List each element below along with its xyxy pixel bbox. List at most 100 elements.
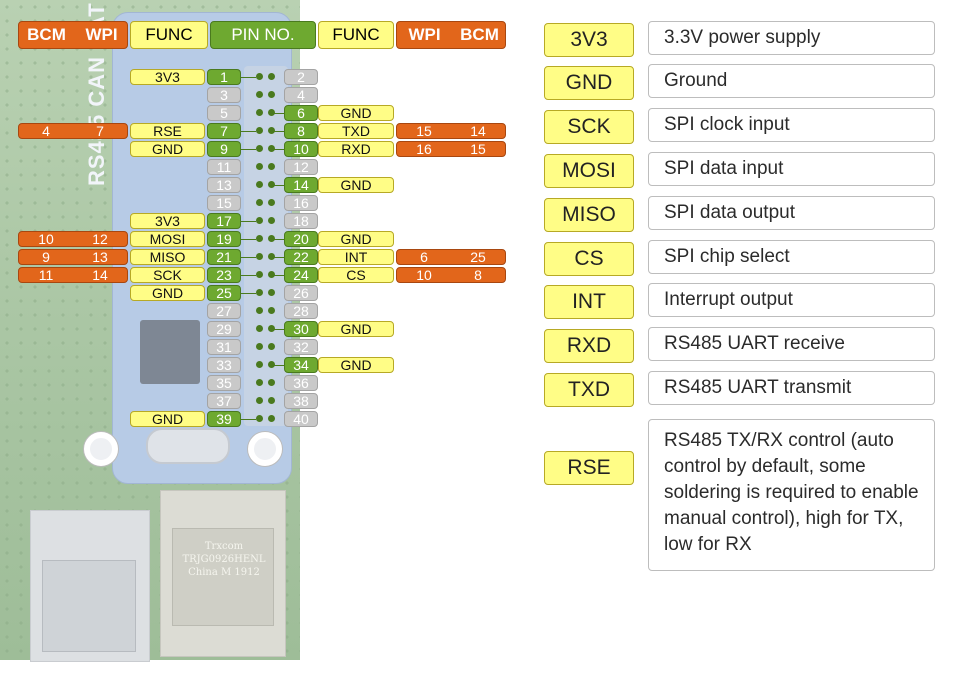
bcm-wpi-left-21-first: 9 <box>42 249 50 265</box>
pin-connector <box>272 149 284 150</box>
pin-dot <box>256 307 263 314</box>
bcm-wpi-left-7-first: 4 <box>42 123 50 139</box>
mounting-hole <box>248 432 282 466</box>
pin-connector <box>241 239 256 240</box>
pin-dot <box>268 307 275 314</box>
func-left-sck: SCK <box>130 267 205 283</box>
pin-dot <box>268 73 275 80</box>
header-pin-no: PIN NO. <box>210 21 316 49</box>
pin-left-3: 3 <box>207 87 241 103</box>
pin-left-17: 17 <box>207 213 241 229</box>
pin-dot <box>268 379 275 386</box>
pin-right-24: 24 <box>284 267 318 283</box>
pin-right-22: 22 <box>284 249 318 265</box>
legend-key-int: INT <box>544 285 634 319</box>
pin-connector <box>241 77 256 78</box>
pin-left-11: 11 <box>207 159 241 175</box>
pin-connector <box>272 113 284 114</box>
func-right-txd: TXD <box>318 123 394 139</box>
legend-desc-sck: SPI clock input <box>648 108 935 142</box>
mounting-hole <box>84 432 118 466</box>
func-right-rxd: RXD <box>318 141 394 157</box>
func-right-int: INT <box>318 249 394 265</box>
func-left-3v3: 3V3 <box>130 69 205 85</box>
legend-key-rxd: RXD <box>544 329 634 363</box>
bcm-wpi-left-23-second: 14 <box>92 267 108 283</box>
pin-connector <box>272 329 284 330</box>
pin-right-26: 26 <box>284 285 318 301</box>
pin-left-23: 23 <box>207 267 241 283</box>
pin-dot <box>256 109 263 116</box>
pin-right-38: 38 <box>284 393 318 409</box>
pin-dot <box>256 217 263 224</box>
header-right-wpi: WPI <box>408 25 441 44</box>
pin-dot <box>256 397 263 404</box>
pin-right-34: 34 <box>284 357 318 373</box>
pin-right-4: 4 <box>284 87 318 103</box>
pin-left-7: 7 <box>207 123 241 139</box>
wpi-bcm-right-22-first: 6 <box>420 249 428 265</box>
pin-dot <box>256 127 263 134</box>
pin-dot <box>256 325 263 332</box>
ethernet-origin: China M 1912 <box>188 567 260 578</box>
ethernet-marking: Trxcom TRJG0926HENL China M 1912 <box>176 540 272 579</box>
pin-connector <box>241 131 256 132</box>
pin-left-35: 35 <box>207 375 241 391</box>
pin-dot <box>268 199 275 206</box>
legend-key-miso: MISO <box>544 198 634 232</box>
bcm-wpi-left-7-second: 7 <box>96 123 104 139</box>
pin-connector <box>272 131 284 132</box>
legend-desc-mosi: SPI data input <box>648 152 935 186</box>
wpi-bcm-right-10-first: 16 <box>416 141 432 157</box>
pin-dot <box>268 343 275 350</box>
func-right-gnd: GND <box>318 177 394 193</box>
legend-key-gnd: GND <box>544 66 634 100</box>
header-left-bcm: BCM <box>27 25 66 44</box>
wpi-bcm-right-8-first: 15 <box>416 123 432 139</box>
pin-dot <box>256 361 263 368</box>
wpi-bcm-right-24-second: 8 <box>474 267 482 283</box>
pin-right-40: 40 <box>284 411 318 427</box>
pin-right-20: 20 <box>284 231 318 247</box>
pin-left-21: 21 <box>207 249 241 265</box>
can-controller-chip <box>140 320 200 384</box>
usb-port <box>42 560 136 652</box>
wpi-bcm-right-22-second: 25 <box>470 249 486 265</box>
pin-right-32: 32 <box>284 339 318 355</box>
pin-dot <box>256 253 263 260</box>
pin-dot <box>268 415 275 422</box>
bcm-wpi-left-21-second: 13 <box>92 249 108 265</box>
pin-dot <box>268 91 275 98</box>
pin-dot <box>256 235 263 242</box>
pin-connector <box>272 275 284 276</box>
pin-dot <box>256 73 263 80</box>
pin-left-37: 37 <box>207 393 241 409</box>
pin-dot <box>256 379 263 386</box>
wpi-bcm-right-24-first: 10 <box>416 267 432 283</box>
func-right-gnd: GND <box>318 231 394 247</box>
func-right-gnd: GND <box>318 321 394 337</box>
bcm-wpi-left-23-first: 11 <box>38 267 54 283</box>
pin-right-14: 14 <box>284 177 318 193</box>
legend-key-txd: TXD <box>544 373 634 407</box>
pin-right-36: 36 <box>284 375 318 391</box>
pin-connector <box>241 293 256 294</box>
legend-key-rse: RSE <box>544 451 634 485</box>
pin-dot <box>268 361 275 368</box>
legend-key-sck: SCK <box>544 110 634 144</box>
pin-left-31: 31 <box>207 339 241 355</box>
pin-dot <box>256 181 263 188</box>
pin-connector <box>241 257 256 258</box>
legend-key-mosi: MOSI <box>544 154 634 188</box>
legend-key-cs: CS <box>544 242 634 276</box>
pin-connector <box>241 275 256 276</box>
gpio-header <box>244 66 288 426</box>
pin-dot <box>256 91 263 98</box>
pin-connector <box>272 239 284 240</box>
pin-right-28: 28 <box>284 303 318 319</box>
pin-dot <box>256 415 263 422</box>
pin-left-13: 13 <box>207 177 241 193</box>
pin-dot <box>268 325 275 332</box>
